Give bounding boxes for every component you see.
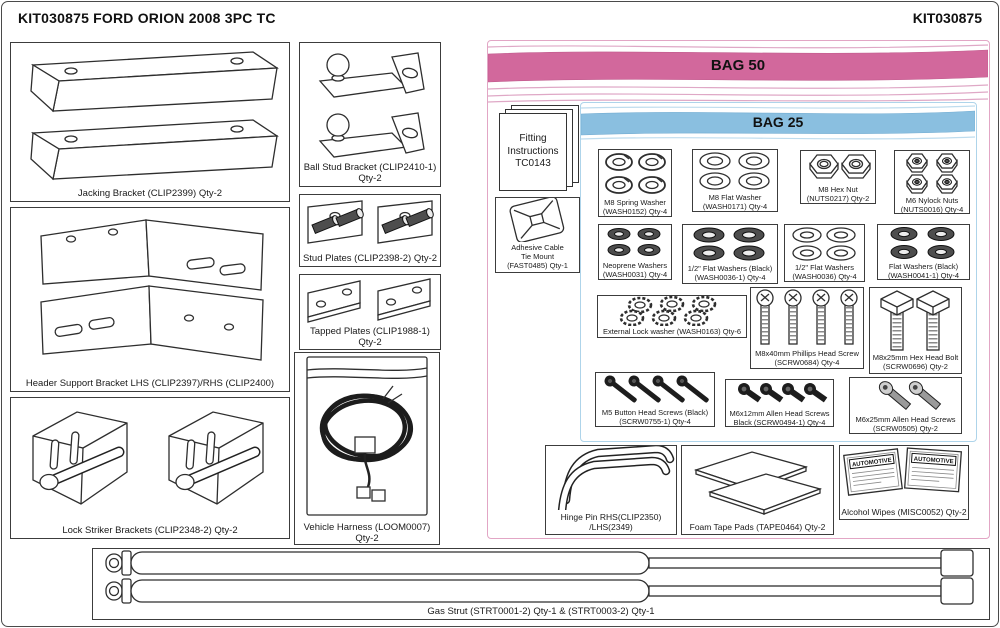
bag25-label: BAG 25 [753, 114, 804, 130]
part-box-jacking-bracket: Jacking Bracket (CLIP2399) Qty-2 [10, 42, 290, 202]
bag50-band-art: BAG 50 [487, 44, 989, 103]
foam-tape-pads-label: Foam Tape Pads (TAPE0464) Qty-2 [689, 521, 826, 532]
neoprene-washers-art [607, 228, 661, 256]
page-title: KIT030875 FORD ORION 2008 3PC TC [18, 10, 276, 26]
alcohol-wipes-art: AUTOMOTIVE AUTOMOTIVE [843, 447, 963, 496]
m8-flat-washer-label: M8 Flat Washer (WASH0171) Qty-4 [702, 193, 768, 211]
part-box-tapped-plates: Tapped Plates (CLIP1988-1) Qty-2 [299, 274, 441, 350]
kit-number: KIT030875 [912, 10, 982, 26]
vehicle-harness-label: Vehicle Harness (LOOM0007) Qty-2 [303, 522, 431, 545]
part-box-m8x25-hex-bolts: M8x25mm Hex Head Bolt (SCRW0696) Qty-2 [869, 287, 962, 374]
flat-washers-black-label: Flat Washers (Black) (WASH0041-1) Qty-4 [888, 262, 959, 280]
part-box-ball-stud-bracket: Ball Stud Bracket (CLIP2410-1) Qty-2 [299, 42, 441, 187]
gas-strut-label: Gas Strut (STRT0001-2) Qty-1 & (STRT0003… [427, 606, 655, 617]
alcohol-wipes-brand-2: AUTOMOTIVE [914, 456, 954, 465]
flat-washers-black-art [890, 227, 955, 259]
m8x25-hex-bolts-label: M8x25mm Hex Head Bolt (SCRW0696) Qty-2 [872, 353, 959, 371]
fitting-instructions: Fitting Instructions TC0143 [499, 105, 581, 193]
half-flat-washers-art [792, 227, 856, 261]
part-box-neoprene-washers: Neoprene Washers (WASH0031) Qty-4 [598, 224, 672, 280]
part-box-vehicle-harness: Vehicle Harness (LOOM0007) Qty-2 [294, 352, 440, 545]
jacking-bracket-art [30, 51, 279, 181]
m6-nylock-nuts-label: M6 Nylock Nuts (NUTS0016) Qty-4 [900, 196, 964, 214]
external-lock-washer-label: External Lock washer (WASH0163) Qty-6 [602, 327, 742, 336]
part-box-header-support-bracket: Header Support Bracket LHS (CLIP2397)/RH… [10, 207, 290, 392]
jacking-bracket-label: Jacking Bracket (CLIP2399) Qty-2 [77, 187, 223, 199]
part-box-gas-strut: Gas Strut (STRT0001-2) Qty-1 & (STRT0003… [92, 548, 990, 620]
gas-strut-art [105, 549, 974, 605]
half-flat-washers-black-label: 1/2" Flat Washers (Black) (WASH0036-1) Q… [687, 264, 773, 282]
m8x40-phillips-screws-label: M8x40mm Phillips Head Screw (SCRW0684) Q… [755, 349, 859, 367]
part-box-hinge-pin: Hinge Pin RHS(CLIP2350) /LHS(2349) [545, 445, 677, 535]
part-box-m8x40-phillips-screws: M8x40mm Phillips Head Screw (SCRW0684) Q… [750, 287, 864, 369]
part-box-half-flat-washers: 1/2" Flat Washers (WASH0036) Qty-4 [784, 224, 865, 282]
neoprene-washers-label: Neoprene Washers (WASH0031) Qty-4 [602, 261, 668, 279]
m6x25-allen-screws-art [876, 378, 943, 412]
part-box-foam-tape-pads: Foam Tape Pads (TAPE0464) Qty-2 [681, 445, 834, 535]
part-box-external-lock-washer: External Lock washer (WASH0163) Qty-6 [597, 295, 747, 338]
external-lock-washer-art [619, 296, 717, 326]
m8x40-phillips-screws-art [751, 288, 863, 348]
m8-hex-nut-art [809, 154, 871, 179]
part-box-cable-tie-mount: Adhesive Cable Tie Mount (FAST0485) Qty-… [495, 197, 580, 273]
m8-spring-washer-art [605, 153, 666, 194]
m6x25-allen-screws-label: M6x25mm Allen Head Screws (SCRW0505) Qty… [855, 415, 956, 433]
tapped-plates-art [307, 278, 431, 323]
cable-tie-mount-label: Adhesive Cable Tie Mount (FAST0485) Qty-… [507, 243, 568, 270]
stud-plates-art [307, 200, 436, 244]
ball-stud-bracket-art [319, 52, 425, 158]
ball-stud-bracket-label: Ball Stud Bracket (CLIP2410-1) Qty-2 [303, 162, 437, 185]
fitting-instructions-page-front: Fitting Instructions TC0143 [499, 113, 567, 191]
m8-flat-washer-art [699, 152, 770, 190]
half-flat-washers-label: 1/2" Flat Washers (WASH0036) Qty-4 [792, 263, 857, 281]
cable-tie-mount-art [509, 198, 565, 242]
m6-nylock-nuts-art [906, 153, 958, 194]
part-box-m5-button-screws: M5 Button Head Screws (Black) (SCRW0755-… [595, 372, 715, 427]
lock-striker-brackets-label: Lock Striker Brackets (CLIP2348-2) Qty-2 [62, 524, 238, 536]
header-support-bracket-label: Header Support Bracket LHS (CLIP2397)/RH… [25, 377, 275, 389]
alcohol-wipes-label: Alcohol Wipes (MISC0052) Qty-2 [841, 506, 967, 517]
header-support-bracket-art [40, 219, 264, 361]
half-flat-washers-black-art [693, 227, 765, 261]
part-box-flat-washers-black: Flat Washers (Black) (WASH0041-1) Qty-4 [877, 224, 970, 280]
foam-tape-pads-art [695, 451, 821, 515]
part-box-stud-plates: Stud Plates (CLIP2398-2) Qty-2 [299, 194, 441, 267]
m8-hex-nut-label: M8 Hex Nut (NUTS0217) Qty-2 [806, 185, 870, 203]
part-box-m6x25-allen-screws: M6x25mm Allen Head Screws (SCRW0505) Qty… [849, 377, 962, 434]
part-box-lock-striker-brackets: Lock Striker Brackets (CLIP2348-2) Qty-2 [10, 397, 290, 539]
lock-striker-brackets-art [11, 398, 289, 518]
bag50-label: BAG 50 [711, 57, 765, 74]
m8x25-hex-bolts-art [870, 288, 961, 352]
m5-button-screws-label: M5 Button Head Screws (Black) (SCRW0755-… [601, 408, 709, 426]
tapped-plates-label: Tapped Plates (CLIP1988-1) Qty-2 [310, 326, 430, 349]
alcohol-wipes-brand-1: AUTOMOTIVE [852, 458, 892, 469]
m5-button-screws-art [602, 373, 712, 406]
part-box-alcohol-wipes: AUTOMOTIVE AUTOMOTIVE Alcohol Wipes (MIS… [839, 445, 969, 520]
hinge-pin-art [546, 446, 676, 510]
hinge-pin-label: Hinge Pin RHS(CLIP2350) /LHS(2349) [560, 511, 662, 532]
m6x12-allen-screws-label: M6x12mm Allen Head Screws Black (SCRW049… [729, 409, 830, 427]
part-box-m6x12-allen-screws: M6x12mm Allen Head Screws Black (SCRW049… [725, 379, 834, 427]
part-box-m8-hex-nut: M8 Hex Nut (NUTS0217) Qty-2 [800, 150, 876, 204]
part-box-m8-flat-washer: M8 Flat Washer (WASH0171) Qty-4 [692, 149, 778, 212]
fitting-instructions-label: Fitting Instructions TC0143 [507, 133, 559, 170]
m6x12-allen-screws-art [735, 380, 830, 405]
stud-plates-label: Stud Plates (CLIP2398-2) Qty-2 [302, 252, 438, 264]
vehicle-harness-art [306, 356, 428, 516]
part-box-half-flat-washers-black: 1/2" Flat Washers (Black) (WASH0036-1) Q… [682, 224, 778, 284]
bag25-band-art: BAG 25 [580, 105, 976, 140]
part-box-m6-nylock-nuts: M6 Nylock Nuts (NUTS0016) Qty-4 [894, 150, 970, 214]
part-box-m8-spring-washer: M8 Spring Washer (WASH0152) Qty-4 [598, 149, 672, 217]
m8-spring-washer-label: M8 Spring Washer (WASH0152) Qty-4 [602, 198, 668, 216]
